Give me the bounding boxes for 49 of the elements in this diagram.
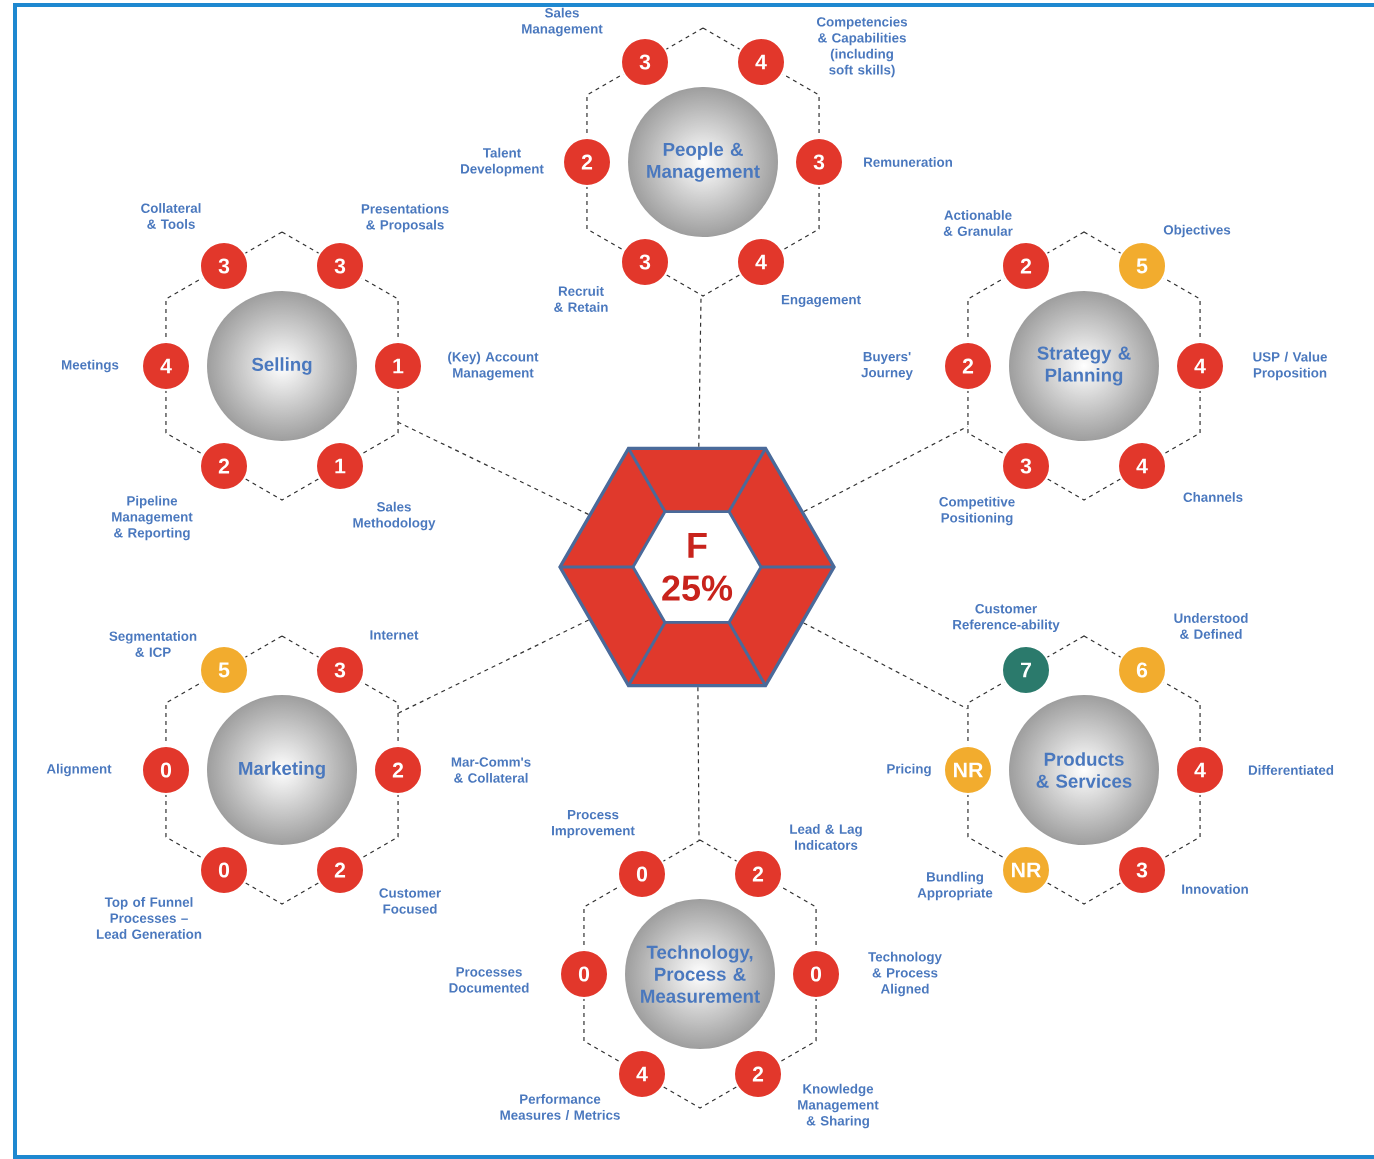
category-sphere: Marketing — [239, 761, 325, 779]
category-sphere: Selling — [251, 357, 312, 375]
score-label: Buyers' Journey — [861, 352, 913, 380]
score-label: Top of Funnel Processes – Lead Generation — [96, 897, 202, 939]
category-sphere: People & Management — [647, 142, 760, 182]
score-label: Engagement — [781, 295, 861, 307]
connector-line — [698, 294, 702, 448]
connector-line — [398, 619, 590, 714]
score-label: Competitive Positioning — [939, 496, 1015, 526]
score-label: Internet — [370, 630, 419, 640]
score-label: Talent Development — [461, 147, 544, 177]
score-label: Competencies & Capabilities (including soft skills) — [817, 16, 908, 78]
score-label: Lead & Lag Indicators — [790, 824, 862, 850]
score-label: Presentations & Proposals — [361, 203, 449, 233]
score-label: Segmentation & ICP — [109, 631, 197, 657]
category-sphere: Strategy & Planning — [1037, 346, 1131, 386]
connector-line — [697, 686, 700, 841]
score-label: Process Improvement — [552, 810, 635, 838]
score-label: Bundling Appropriate — [917, 871, 993, 901]
score-label: Customer Focused — [379, 888, 441, 914]
score-label: Recruit & Retain — [554, 286, 608, 312]
score-label: Pricing — [887, 763, 931, 777]
score-label: Actionable & Granular — [943, 210, 1013, 236]
score-label: Understood & Defined — [1174, 613, 1248, 639]
score-label: USP / Value Proposition — [1253, 351, 1327, 381]
score-label: Objectives — [1163, 224, 1231, 238]
score-label: Mar-Comm's & Collateral — [451, 757, 531, 783]
category-sphere: Products & Services — [1036, 752, 1132, 788]
score-label: Processes Documented — [449, 967, 529, 993]
score-label: Alignment — [46, 763, 112, 777]
score-label: Collateral & Tools — [141, 203, 201, 229]
score-label: Differentiated — [1248, 765, 1334, 775]
connector-line — [803, 425, 968, 513]
category-sphere: Technology, Process & Measurement — [641, 945, 760, 1003]
score-label: Performance Measures / Metrics — [500, 1094, 620, 1120]
center-hexagon: F 25% — [558, 446, 836, 688]
score-label: Sales Management — [522, 7, 603, 37]
score-label: (Key) Account Management — [448, 351, 539, 381]
connector-line — [803, 622, 968, 710]
score-label: Customer Reference-ability — [953, 603, 1060, 633]
score-label: Pipeline Management & Reporting — [112, 495, 193, 541]
score-label: Meetings — [62, 359, 119, 373]
score-label: Channels — [1183, 492, 1243, 502]
score-label: Remuneration — [864, 157, 952, 167]
connector-line — [398, 421, 590, 515]
score-label: Innovation — [1182, 884, 1248, 894]
score-label: Knowledge Management & Sharing — [798, 1083, 879, 1129]
score-label: Technology & Process Aligned — [868, 951, 942, 997]
score-label: Sales Methodology — [353, 501, 436, 531]
